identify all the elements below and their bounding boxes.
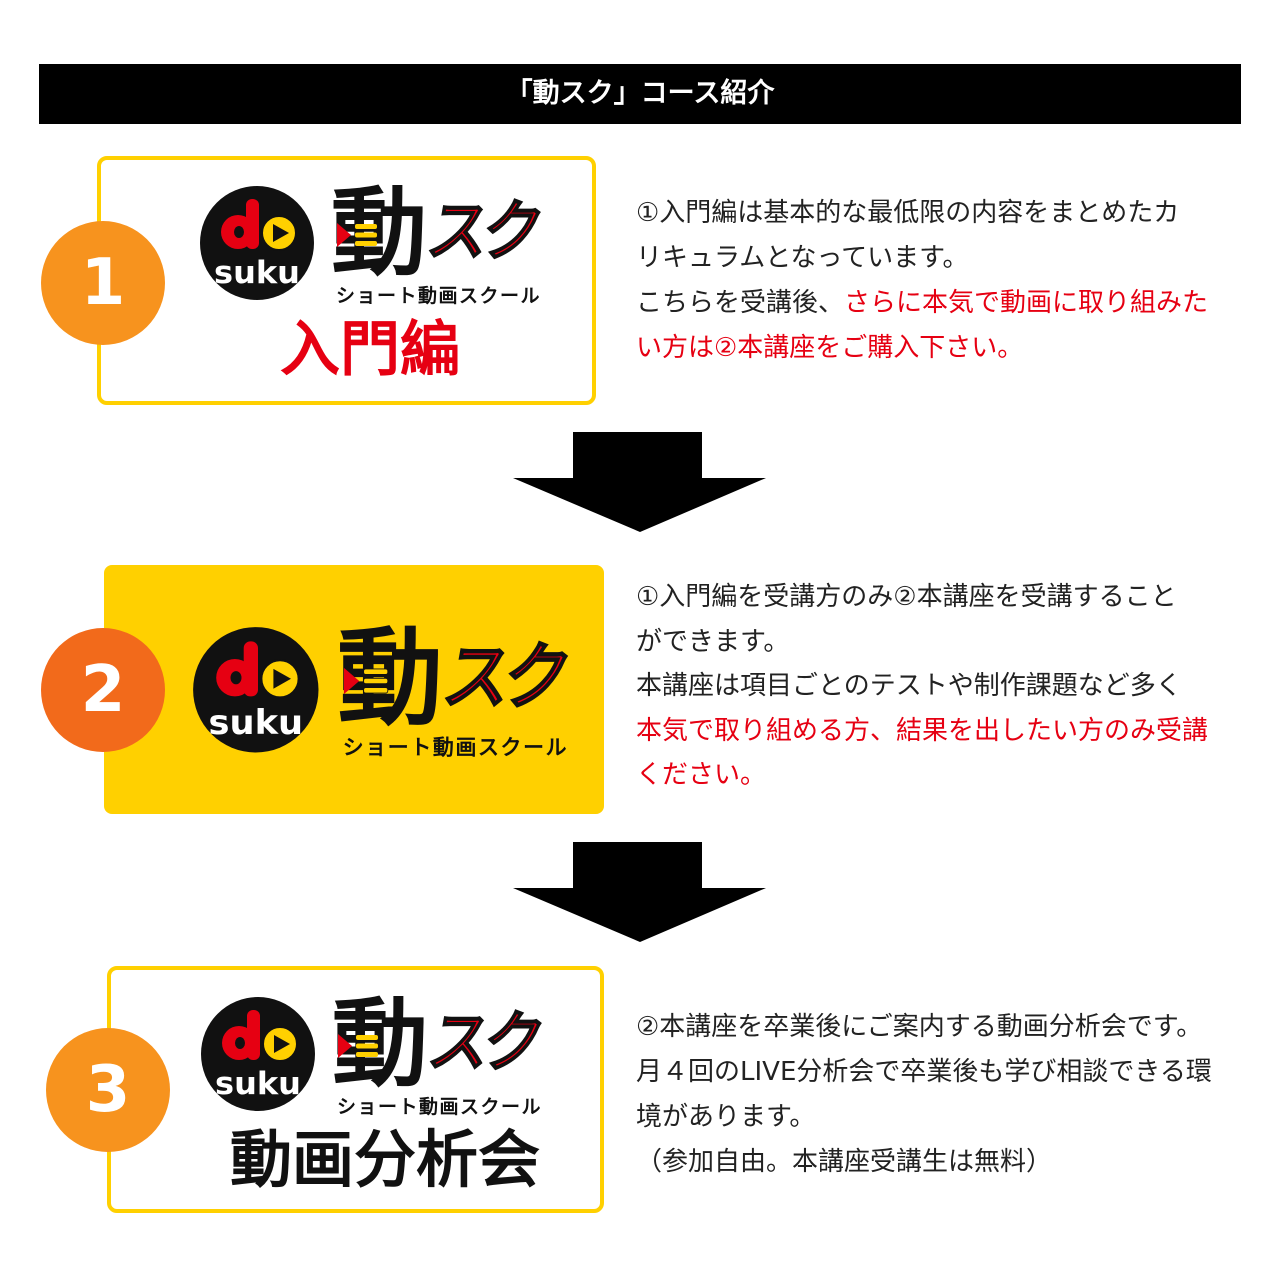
description-highlight: 本気で取り組める方、結果を出したい方のみ受講 (636, 715, 1209, 746)
do-suku-logo-mark: suku (201, 997, 315, 1111)
description-line: 月４回のLIVE分析会で卒業後も学び相談できる環 (636, 1050, 1212, 1095)
section-3-description: ②本講座を卒業後にご案内する動画分析会です。 月４回のLIVE分析会で卒業後も学… (636, 1005, 1212, 1185)
description-line: （参加自由。本講座受講生は無料） (636, 1140, 1212, 1185)
down-arrow-icon (513, 432, 766, 532)
description-line: 本気で取り組める方、結果を出したい方のみ受講 (636, 709, 1208, 754)
section-1-card (97, 156, 596, 405)
description-text: こちらを受講後、 (636, 288, 845, 318)
section-3-caption: 動画分析会 (229, 1123, 540, 1196)
description-text: 境があります。 (636, 1102, 816, 1132)
description-text: リキュラムとなっています。 (636, 243, 969, 273)
dosuku-logo: suku 動 スク ショート動画スクール (200, 996, 550, 1120)
logo-play-mark (338, 1034, 378, 1058)
section-1-caption: 入門編 (280, 315, 460, 385)
description-highlight: ください。 (636, 760, 767, 790)
description-line: ができます。 (636, 620, 1208, 665)
logo-mark-text: suku (214, 255, 300, 291)
section-3-card (107, 966, 604, 1213)
logo-d-counter (235, 1037, 245, 1049)
description-highlight: さらに本気で動画に取り組みた (844, 288, 1209, 318)
play-icon (273, 224, 289, 242)
description-line: 本講座は項目ごとのテストや制作課題など多く (636, 664, 1208, 709)
logo-subtitle: ショート動画スクール (342, 736, 569, 761)
description-text: 本講座は項目ごとのテストや制作課題など多く (636, 671, 1182, 701)
description-text: ②本講座を卒業後にご案内する動画分析会です。 (636, 1012, 1203, 1042)
logo-play-mark (343, 667, 389, 695)
logo-katakana: スク (422, 192, 545, 271)
down-arrow-icon (513, 842, 766, 942)
section-2-card (104, 565, 604, 814)
description-text: ①入門編は基本的な最低限の内容をまとめたカ (636, 198, 1180, 228)
section-1-number-badge: 1 (41, 221, 165, 345)
logo-d-stem (247, 1010, 260, 1060)
logo-katakana: スク (437, 634, 573, 721)
logo-d-counter (234, 226, 244, 238)
logo-d-stem (243, 641, 258, 697)
play-icon (273, 668, 291, 689)
section-2-description: ①入門編を受講方のみ②本講座を受講すること ができます。 本講座は項目ごとのテス… (636, 575, 1208, 798)
section-1-description: ①入門編は基本的な最低限の内容をまとめたカ リキュラムとなっています。 こちらを… (636, 191, 1208, 371)
description-text: ①入門編を受講方のみ②本講座を受講すること (636, 582, 1177, 612)
do-suku-logo-mark: suku (193, 627, 319, 753)
description-text: 月４回のLIVE分析会で卒業後も学び相談できる環 (636, 1057, 1212, 1087)
description-line: こちらを受講後、さらに本気で動画に取り組みた (636, 281, 1208, 326)
logo-mark-text: suku (209, 703, 304, 743)
description-line: ください。 (636, 753, 1208, 798)
logo-play-mark (337, 223, 377, 247)
do-suku-logo-mark: suku (200, 186, 314, 300)
page-title: 「動スク」コース紹介 (39, 64, 1241, 124)
dosuku-logo: suku 動 スク ショート動画スクール (192, 626, 577, 762)
description-text: ができます。 (636, 626, 790, 657)
logo-d-stem (246, 199, 259, 249)
logo-d-counter (230, 671, 242, 685)
description-text: （参加自由。本講座受講生は無料） (636, 1147, 1053, 1177)
section-3-number-badge: 3 (46, 1028, 170, 1152)
logo-subtitle: ショート動画スクール (336, 285, 542, 307)
description-line: ①入門編を受講方のみ②本講座を受講すること (636, 575, 1208, 620)
description-line: ②本講座を卒業後にご案内する動画分析会です。 (636, 1005, 1212, 1050)
section-2-number-badge: 2 (41, 628, 165, 752)
description-highlight: い方は②本講座をご購入下さい。 (636, 333, 1024, 363)
play-icon (274, 1035, 290, 1053)
description-line: 境があります。 (636, 1095, 1212, 1140)
logo-katakana: スク (423, 1003, 546, 1082)
description-line: い方は②本講座をご購入下さい。 (636, 326, 1208, 371)
description-line: ①入門編は基本的な最低限の内容をまとめたカ (636, 191, 1208, 236)
logo-subtitle: ショート動画スクール (337, 1096, 543, 1118)
description-line: リキュラムとなっています。 (636, 236, 1208, 281)
dosuku-logo: suku 動 スク ショート動画スクール (199, 185, 549, 309)
logo-mark-text: suku (215, 1066, 301, 1102)
